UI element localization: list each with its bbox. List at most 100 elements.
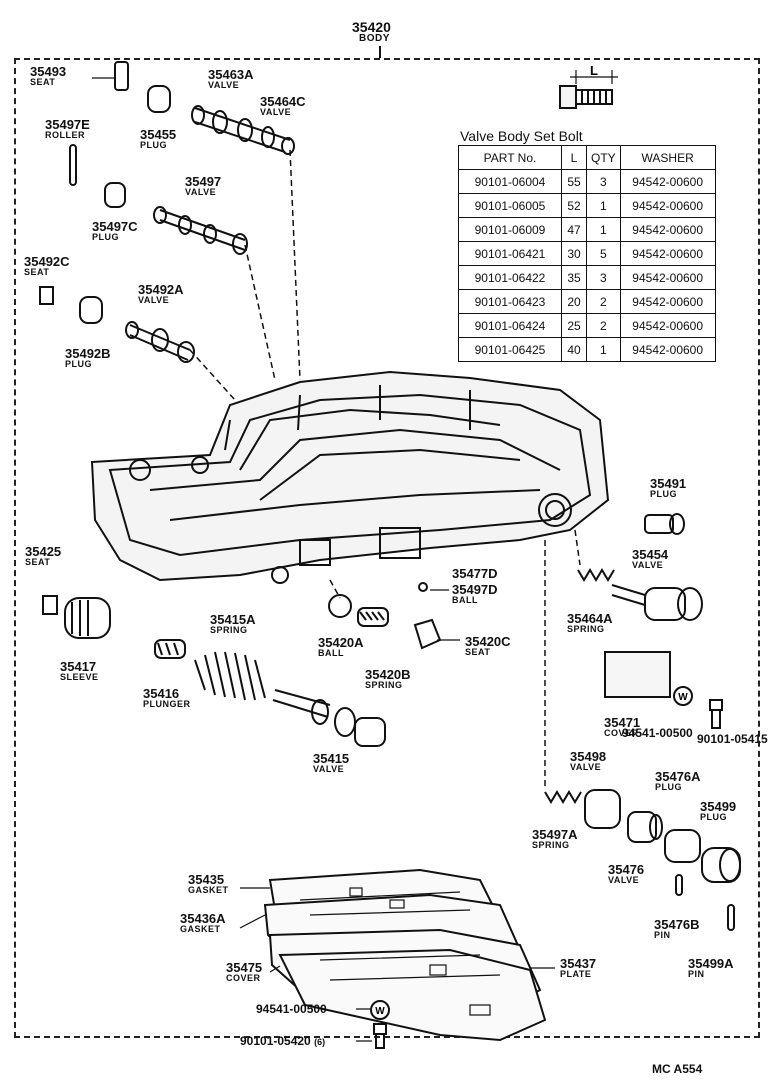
- plug-35492B: [79, 296, 103, 324]
- plug-35476A: [664, 829, 701, 863]
- roller-35497E: [69, 144, 77, 186]
- washer-mark-right: W: [678, 692, 688, 703]
- bolt-table-cell: 90101-06425: [458, 337, 562, 362]
- seat-35425: [42, 595, 58, 615]
- label-bolt-right: 90101-05415: [697, 732, 768, 746]
- bolt-table-cell: 47: [561, 217, 587, 242]
- assembly-name: BODY: [359, 33, 390, 44]
- bolt-table-cell: 3: [586, 169, 621, 194]
- bolt-table-header: PART No.: [458, 145, 562, 170]
- bolt-table-cell: 94542-00600: [619, 265, 716, 290]
- plunger-35416: [154, 639, 186, 659]
- washer-94541-00500-bottom: [370, 1000, 390, 1020]
- bolt-table-cell: 5: [586, 241, 621, 266]
- pin-35476B: [675, 874, 683, 896]
- bolt-table-cell: 90101-06004: [458, 169, 562, 194]
- bolt-table-cell: 35: [561, 265, 587, 290]
- reference-code: MC A554: [652, 1062, 703, 1076]
- assembly-boundary: [14, 58, 760, 1038]
- bolt-table-cell: 1: [586, 217, 621, 242]
- bolt-90101-05415: [709, 699, 723, 729]
- assembly-number: 35420: [352, 19, 391, 35]
- set-bolt-illustration: [559, 70, 618, 109]
- valve-body-casting: [90, 370, 610, 584]
- valve-35476: [627, 811, 663, 843]
- bolt-table-header: L: [561, 145, 587, 170]
- bolt-table-cell: 25: [561, 313, 587, 338]
- valve-35464C: [281, 137, 295, 155]
- assembly-line-6: [329, 579, 341, 599]
- bolt-table-cell: 94542-00600: [619, 217, 716, 242]
- bolt-table-cell: 90101-06424: [458, 313, 562, 338]
- plug-35497C: [104, 182, 126, 208]
- pin-35499A: [727, 904, 735, 931]
- bolt-table-cell: 94542-00600: [619, 313, 716, 338]
- bolt-table-cell: 94542-00600: [619, 241, 716, 266]
- bolt-table-cell: 40: [561, 337, 587, 362]
- bolt-table-cell: 55: [561, 169, 587, 194]
- bolt-table-cell: 3: [586, 265, 621, 290]
- seat-35492C: [39, 286, 54, 305]
- plug-35491: [644, 513, 685, 535]
- bolt-table-cell: 90101-06423: [458, 289, 562, 314]
- valve-35415: [272, 689, 386, 747]
- spring-35415A: [194, 651, 266, 701]
- bolt-table-cell: 90101-06421: [458, 241, 562, 266]
- valve-35454: [611, 584, 703, 621]
- label-bolt-bottom-number: 90101-05420: [240, 1034, 311, 1048]
- seat-35493: [114, 61, 129, 91]
- bolt-table-cell: 90101-06422: [458, 265, 562, 290]
- spring-35464A: [577, 568, 615, 582]
- spring-35420B: [357, 607, 389, 627]
- label-bolt-bottom-qty: (6): [314, 1037, 326, 1047]
- label-washer-right: 94541-00500: [622, 726, 693, 740]
- sleeve-35417: [64, 597, 111, 639]
- assembly-line-2: [244, 244, 276, 381]
- bolt-table-header: QTY: [586, 145, 621, 170]
- washer-mark-bottom: W: [375, 1006, 385, 1017]
- plate-35437: [278, 948, 547, 1042]
- spring-35497A: [544, 790, 582, 804]
- bolt-table-cell: 90101-06005: [458, 193, 562, 218]
- assembly-title: 35420 BODY: [352, 20, 391, 44]
- valve-35497: [159, 209, 246, 251]
- bolt-table-cell: 20: [561, 289, 587, 314]
- assembly-line-3: [189, 349, 236, 401]
- bolt-table-cell: 94542-00600: [619, 193, 716, 218]
- bolt-table-cell: 2: [586, 313, 621, 338]
- bolt-table-cell: 30: [561, 241, 587, 266]
- plug-35455: [147, 85, 171, 113]
- seat-35420C: [413, 618, 442, 650]
